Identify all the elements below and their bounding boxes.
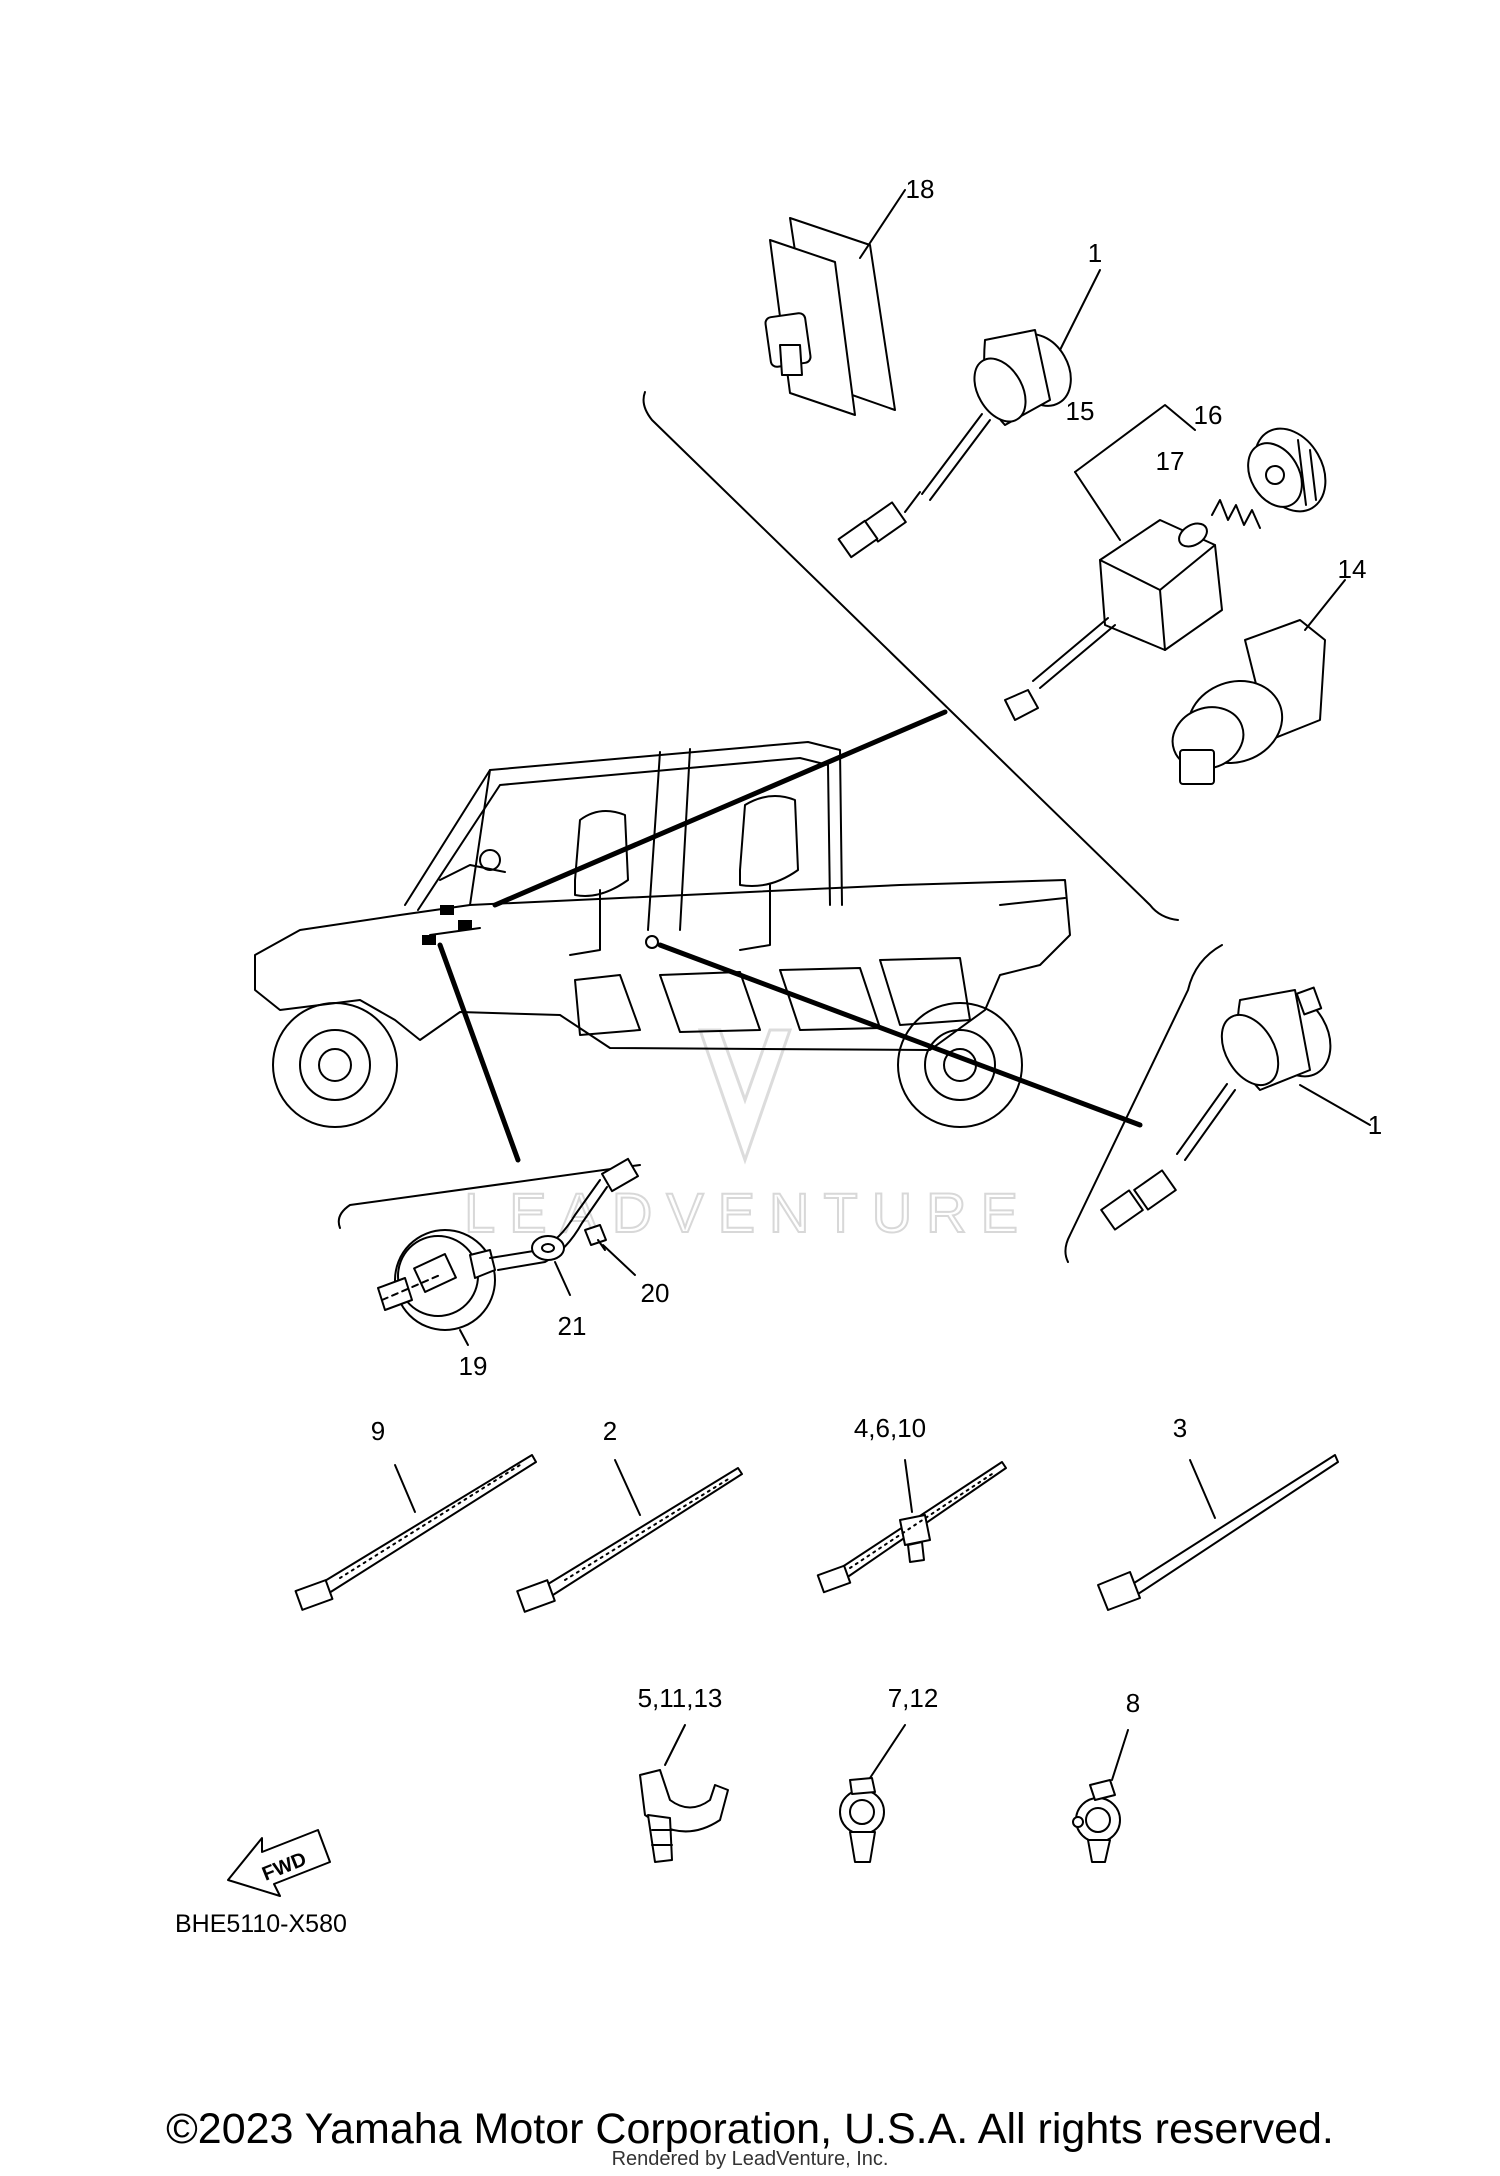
callout-19: 19 bbox=[459, 1351, 488, 1381]
callout-17: 17 bbox=[1156, 446, 1185, 476]
part-14-socket bbox=[1171, 579, 1346, 785]
rendered-by-notice: Rendered by LeadVenture, Inc. bbox=[611, 2148, 889, 2170]
callout-9: 9 bbox=[371, 1416, 385, 1446]
part-5-11-13-clamp bbox=[639, 1724, 729, 1863]
callout-2: 2 bbox=[603, 1416, 617, 1446]
part-8-clamp bbox=[1072, 1729, 1129, 1863]
copyright-notice: ©2023 Yamaha Motor Corporation, U.S.A. A… bbox=[166, 2105, 1334, 2153]
vehicle-illustration bbox=[254, 741, 1071, 1128]
part-1-top-socket bbox=[837, 269, 1101, 559]
watermark: LEADVENTURE bbox=[463, 1028, 1032, 1245]
callout-1-right: 1 bbox=[1368, 1110, 1382, 1140]
callout-21: 21 bbox=[558, 1311, 587, 1341]
part-15-switch-assembly bbox=[1004, 404, 1223, 721]
callout-15: 15 bbox=[1066, 396, 1095, 426]
part-2-cable-tie bbox=[516, 1459, 743, 1613]
callout-14: 14 bbox=[1338, 554, 1367, 584]
callout-3: 3 bbox=[1173, 1413, 1187, 1443]
callout-7-12: 7,12 bbox=[888, 1683, 939, 1713]
part-1-right-socket bbox=[1100, 986, 1371, 1231]
group-frames bbox=[337, 391, 1223, 1263]
callout-8: 8 bbox=[1126, 1688, 1140, 1718]
diagram-code: BHE5110-X580 bbox=[175, 1910, 347, 1938]
watermark-text: LEADVENTURE bbox=[464, 1181, 1032, 1244]
part-21-washer bbox=[531, 1235, 571, 1296]
part-20-bolt bbox=[584, 1224, 636, 1276]
callout-labels: 18 1 15 16 17 14 1 20 21 19 9 2 4,6,10 3… bbox=[371, 174, 1382, 1718]
fwd-arrow-icon: FWD bbox=[227, 1829, 331, 1897]
part-4-6-10-clip-tie bbox=[816, 1459, 1007, 1594]
part-18-panel bbox=[764, 189, 906, 416]
callout-16: 16 bbox=[1194, 400, 1223, 430]
callout-18: 18 bbox=[906, 174, 935, 204]
callout-5-11-13: 5,11,13 bbox=[638, 1683, 723, 1713]
callout-4-6-10: 4,6,10 bbox=[854, 1413, 926, 1443]
part-17-spring bbox=[1211, 499, 1261, 529]
part-9-cable-tie bbox=[294, 1454, 537, 1611]
callout-20: 20 bbox=[641, 1278, 670, 1308]
part-16-knob bbox=[1247, 427, 1327, 513]
part-19-sensor bbox=[377, 1157, 639, 1346]
callout-1-top: 1 bbox=[1088, 238, 1102, 268]
part-7-12-clamp bbox=[839, 1724, 906, 1863]
part-3-cable-tie bbox=[1097, 1454, 1339, 1611]
